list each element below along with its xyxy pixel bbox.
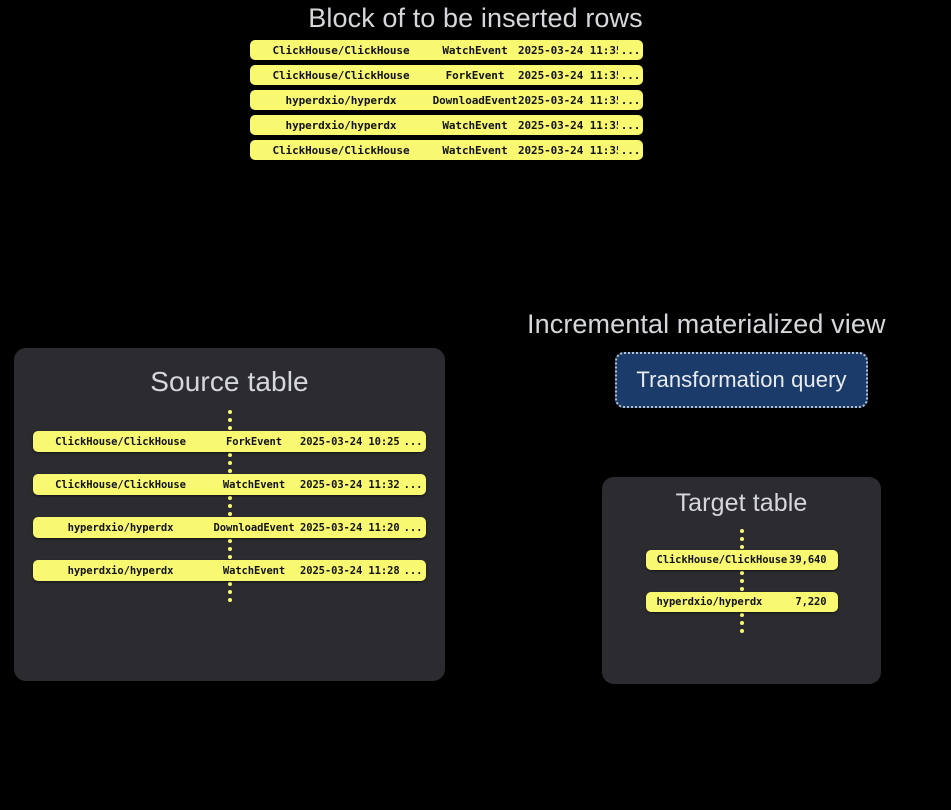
ellipsis-dot [227, 469, 232, 473]
row-more: ... [620, 43, 641, 57]
target-ellipsis [739, 528, 744, 550]
source-ellipsis [227, 495, 232, 517]
ellipsis-dot [227, 555, 232, 559]
source-table-title: Source table [150, 366, 309, 397]
source-ellipsis [227, 409, 232, 431]
source-ellipsis [227, 538, 232, 560]
ellipsis-dot [227, 418, 232, 422]
source-table-rows: ClickHouse/ClickHouse ForkEvent 2025-03-24… [14, 409, 445, 603]
ellipsis-dot [227, 512, 232, 516]
row-timestamp: 2025-03-24 11:35:54 [518, 143, 618, 157]
row-event: DownloadEvent [213, 521, 295, 534]
ellipsis-dot [739, 529, 744, 533]
row-repo: hyperdxio/hyperdx [656, 596, 763, 608]
row-more: ... [403, 478, 423, 491]
target-table-title: Target table [675, 489, 808, 517]
ellipsis-dot [227, 539, 232, 543]
ellipsis-dot [227, 547, 232, 551]
row-timestamp: 2025-03-24 11:35:48 [518, 93, 618, 107]
incremental-materialized-view-heading: Incremental materialized view [527, 309, 886, 339]
source-ellipsis [227, 452, 232, 474]
row-repo: ClickHouse/ClickHouse [272, 68, 410, 82]
ellipsis-dot [739, 613, 744, 617]
block-row: hyperdxio/hyperdx WatchEvent 2025-03-24 11… [250, 115, 643, 135]
row-repo: hyperdxio/hyperdx [285, 93, 397, 107]
row-timestamp: 2025-03-24 11:35:44 [518, 68, 618, 82]
row-event: WatchEvent [222, 478, 286, 491]
ellipsis-dot [227, 504, 232, 508]
ellipsis-dot [227, 582, 232, 586]
row-timestamp: 2025-03-24 11:35:52 [518, 118, 618, 132]
row-timestamp: 2025-03-24 11:20:12 [300, 521, 400, 534]
row-repo: hyperdxio/hyperdx [67, 521, 174, 534]
row-event: WatchEvent [442, 43, 508, 57]
row-more: ... [620, 93, 641, 107]
ellipsis-dot [739, 571, 744, 575]
source-table-row: hyperdxio/hyperdx WatchEvent 2025-03-24 11… [33, 560, 426, 581]
block-row: ClickHouse/ClickHouse ForkEvent 2025-03-24… [250, 65, 643, 85]
row-repo: ClickHouse/ClickHouse [272, 143, 410, 157]
row-timestamp: 2025-03-24 10:25:00 [300, 435, 400, 448]
ellipsis-dot [227, 453, 232, 457]
ellipsis-dot [739, 621, 744, 625]
row-event: WatchEvent [442, 118, 508, 132]
row-event: DownloadEvent [432, 93, 518, 107]
row-repo: ClickHouse/ClickHouse [55, 435, 186, 448]
target-ellipsis [739, 612, 744, 634]
row-more: ... [403, 564, 423, 577]
row-count: 39,640 [789, 554, 827, 566]
ellipsis-dot [739, 579, 744, 583]
transformation-query-box[interactable]: Transformation query [615, 352, 868, 408]
row-more: ... [403, 435, 423, 448]
ellipsis-dot [739, 629, 744, 633]
ellipsis-dot [227, 598, 232, 602]
row-more: ... [403, 521, 423, 534]
block-heading: Block of to be inserted rows [308, 3, 643, 33]
source-table-row: hyperdxio/hyperdx DownloadEvent 2025-03-24… [33, 517, 426, 538]
ellipsis-dot [227, 410, 232, 414]
block-row: ClickHouse/ClickHouse WatchEvent 2025-03-2… [250, 40, 643, 60]
row-event: WatchEvent [222, 564, 286, 577]
ellipsis-dot [227, 461, 232, 465]
ellipsis-dot [227, 496, 232, 500]
row-more: ... [620, 143, 641, 157]
row-repo: hyperdxio/hyperdx [285, 118, 397, 132]
ellipsis-dot [739, 537, 744, 541]
row-timestamp: 2025-03-24 11:32:54 [300, 478, 400, 491]
row-repo: ClickHouse/ClickHouse [272, 43, 410, 57]
row-event: WatchEvent [442, 143, 508, 157]
source-table-row: ClickHouse/ClickHouse WatchEvent 2025-03-2… [33, 474, 426, 495]
ellipsis-dot [227, 426, 232, 430]
source-ellipsis [227, 581, 232, 603]
ellipsis-dot [227, 590, 232, 594]
ellipsis-dot [739, 545, 744, 549]
row-event: ForkEvent [445, 68, 505, 82]
ellipsis-dot [739, 587, 744, 591]
block-row: ClickHouse/ClickHouse WatchEvent 2025-03-2… [250, 140, 643, 160]
row-repo: hyperdxio/hyperdx [67, 564, 174, 577]
source-table-panel: Source table ClickHouse/ClickHouse ForkEv… [14, 348, 445, 681]
row-event: ForkEvent [226, 435, 282, 448]
row-more: ... [620, 68, 641, 82]
row-repo: ClickHouse/ClickHouse [656, 554, 788, 566]
target-table-row: hyperdxio/hyperdx 7,220 [645, 592, 838, 612]
target-ellipsis [739, 570, 744, 592]
row-timestamp: 2025-03-24 11:28:32 [300, 564, 400, 577]
source-table-row: ClickHouse/ClickHouse ForkEvent 2025-03-24… [33, 431, 426, 452]
row-repo: ClickHouse/ClickHouse [55, 478, 186, 491]
row-more: ... [620, 118, 641, 132]
row-count: 7,220 [795, 596, 827, 608]
row-timestamp: 2025-03-24 11:35:40 [518, 43, 618, 57]
